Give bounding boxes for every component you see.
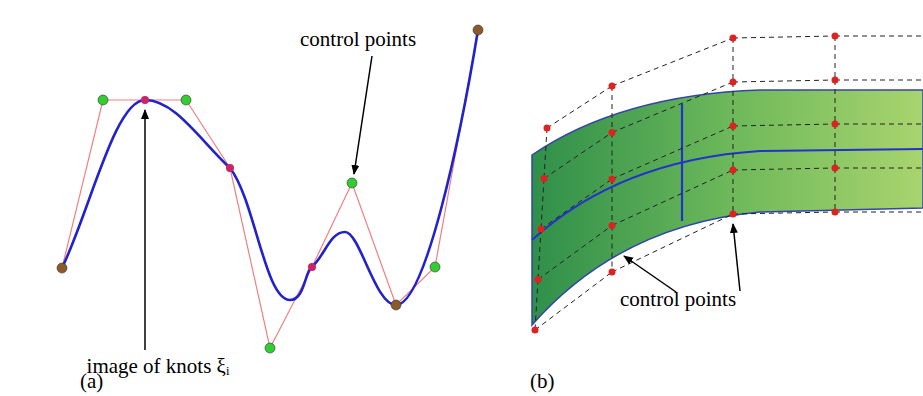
callout-label: image of knots ξᵢ: [87, 355, 230, 378]
leader-arrow: [733, 224, 740, 291]
control-net-line: [541, 179, 612, 229]
iso-curve: [681, 104, 683, 221]
control-point: [730, 211, 737, 218]
control-polygon: [62, 30, 478, 348]
control-net-line: [733, 82, 734, 126]
callout-label: control points: [620, 288, 736, 311]
knot-images: [141, 96, 316, 271]
control-net-line: [541, 179, 544, 230]
bspline-curve: [62, 30, 478, 305]
control-net-line: [612, 226, 613, 273]
control-net-line: [733, 170, 734, 214]
control-net: [532, 33, 923, 334]
control-point: [730, 35, 737, 42]
control-net-line: [835, 80, 923, 81]
control-net-line: [733, 212, 835, 214]
control-point: [832, 209, 839, 216]
control-point: [609, 269, 616, 276]
control-net-line: [733, 168, 835, 170]
leader-arrow: [354, 56, 372, 174]
control-point: [832, 165, 839, 172]
control-net-line: [835, 36, 923, 37]
control-net-line: [535, 280, 538, 331]
control-point: [544, 125, 551, 132]
control-net-line: [612, 170, 733, 226]
control-net-line: [835, 168, 836, 212]
control-net-line: [733, 124, 835, 126]
control-point: [730, 123, 737, 130]
control-point: [538, 226, 545, 233]
control-net-line: [612, 179, 613, 226]
control-point: [730, 79, 737, 86]
control-net-line: [612, 82, 733, 133]
control-net-line: [835, 212, 923, 213]
control-net-line: [733, 38, 734, 82]
control-net-line: [835, 124, 836, 168]
control-point: [832, 121, 839, 128]
control-net-line: [733, 36, 835, 38]
control-net-line: [835, 168, 923, 169]
control-point: [609, 176, 616, 183]
control-net-line: [835, 36, 836, 80]
control-net-line: [733, 80, 835, 82]
control-point: [609, 83, 616, 90]
control-net-line: [612, 38, 733, 86]
control-point: [609, 222, 616, 229]
control-net-line: [835, 80, 836, 124]
control-net-line: [612, 214, 733, 272]
control-point: [535, 276, 542, 283]
panel-label: (b): [530, 370, 555, 393]
control-net-line: [612, 86, 613, 133]
control-net-line: [612, 133, 613, 180]
control-points: [57, 25, 483, 353]
control-net-line: [538, 229, 541, 280]
control-net-line: [835, 124, 923, 125]
leader-arrow: [624, 256, 676, 292]
control-net-line: [535, 272, 612, 330]
control-point: [609, 129, 616, 136]
control-point: [532, 327, 539, 334]
callout-label: control points: [300, 28, 416, 51]
control-net-line: [547, 86, 612, 128]
iso-curve: [532, 149, 923, 240]
nurbs-surface: [532, 90, 923, 325]
control-net-line: [538, 226, 612, 280]
control-point: [832, 77, 839, 84]
control-net-line: [733, 126, 734, 170]
control-point: [832, 33, 839, 40]
control-net-line: [612, 126, 733, 179]
leader-arrow: [144, 110, 146, 350]
panel-label: (a): [80, 370, 103, 393]
control-net-line: [544, 133, 612, 179]
control-point: [730, 167, 737, 174]
control-point: [541, 175, 548, 182]
control-net-line: [544, 128, 547, 179]
